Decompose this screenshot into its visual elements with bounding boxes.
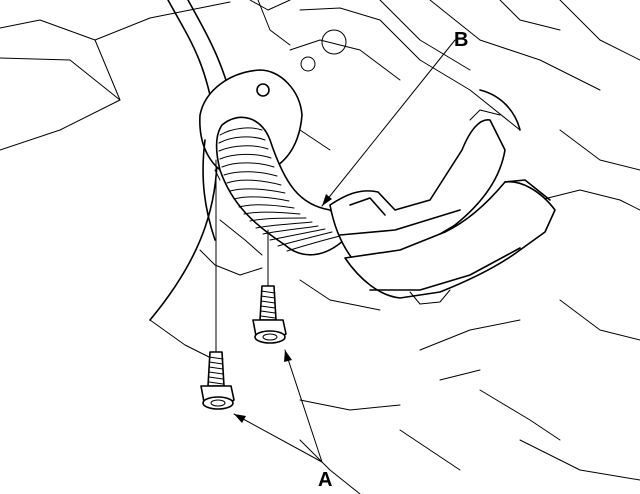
arrowhead-a-left-icon xyxy=(234,414,246,423)
bracket-hole-icon xyxy=(256,83,270,97)
arrowhead-a-right-icon xyxy=(284,350,292,362)
arrowhead-b-icon xyxy=(322,194,332,206)
callout-a-label: A xyxy=(318,469,332,491)
exhaust-pipe xyxy=(329,89,556,305)
leader-a-right xyxy=(284,349,323,463)
leader-lines xyxy=(233,39,456,463)
flexible-pipe-b xyxy=(215,116,353,256)
callout-b-label: B xyxy=(454,29,468,51)
leader-a-left xyxy=(233,413,323,463)
bolt-a-left xyxy=(200,159,235,410)
leader-b xyxy=(321,39,456,207)
bolt-a-right xyxy=(252,229,287,344)
